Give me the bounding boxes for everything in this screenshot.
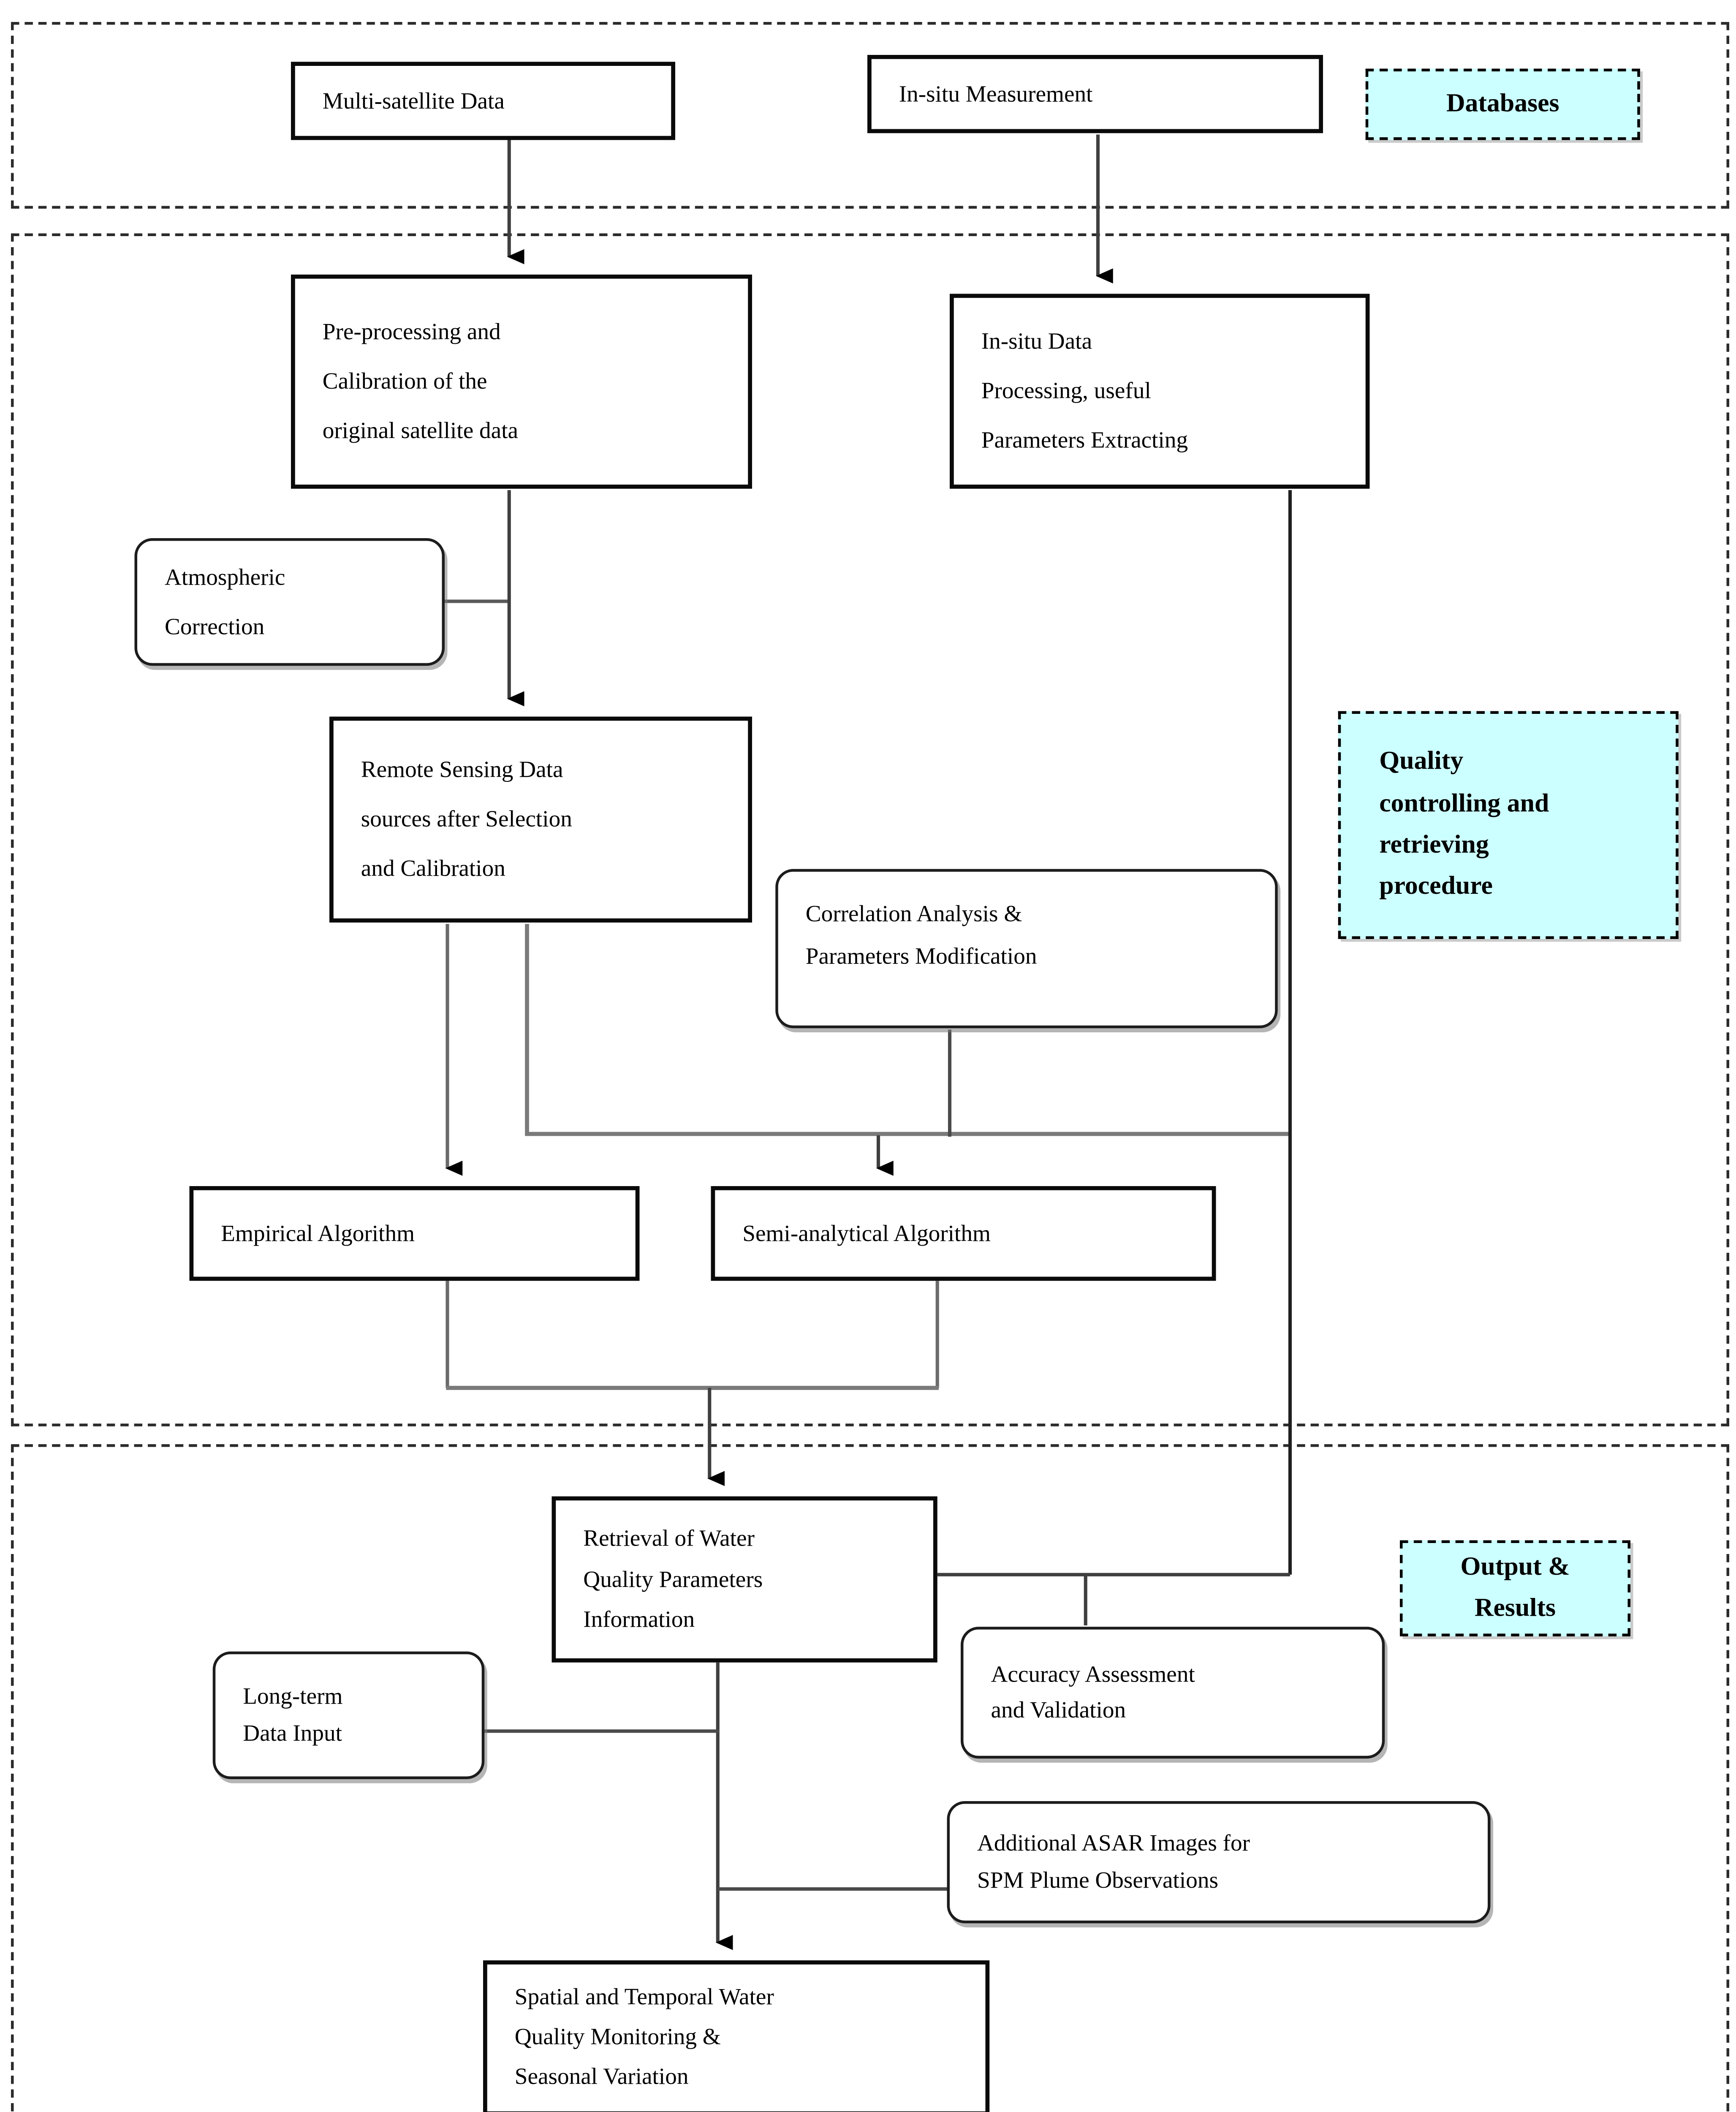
node-retrieval-water-quality: Retrieval of Water Quality Parameters In… — [551, 1496, 937, 1663]
node-correlation-analysis-label: Correlation Analysis & Parameters Modifi… — [805, 901, 1037, 969]
node-remote-sensing-data-label: Remote Sensing Data sources after Select… — [361, 757, 572, 881]
node-empirical-algorithm-label: Empirical Algorithm — [221, 1220, 415, 1246]
node-in-situ-measurement: In-situ Measurement — [867, 55, 1323, 133]
node-spatial-temporal-monitoring: Spatial and Temporal Water Quality Monit… — [483, 1960, 990, 2112]
label-databases-text: Databases — [1446, 89, 1559, 118]
node-correlation-analysis: Correlation Analysis & Parameters Modifi… — [775, 869, 1278, 1029]
container-output-section — [11, 1444, 1729, 2112]
node-accuracy-assessment-label: Accuracy Assessment and Validation — [991, 1660, 1195, 1723]
container-databases-section — [11, 22, 1729, 209]
label-databases: Databases — [1365, 68, 1640, 140]
label-quality-controlling: Quality controlling and retrieving proce… — [1338, 711, 1679, 939]
node-multi-satellite-data: Multi-satellite Data — [291, 62, 675, 140]
node-long-term-data-input-label: Long-term Data Input — [243, 1683, 343, 1746]
node-in-situ-measurement-label: In-situ Measurement — [899, 80, 1093, 107]
label-quality-controlling-text: Quality controlling and retrieving proce… — [1379, 747, 1549, 901]
node-atmospheric-correction: Atmospheric Correction — [134, 538, 445, 666]
node-atmospheric-correction-label: Atmospheric Correction — [165, 564, 285, 639]
node-in-situ-data-processing: In-situ Data Processing, useful Paramete… — [950, 294, 1370, 489]
label-output-results-text: Output & Results — [1460, 1552, 1570, 1623]
node-semi-analytical-algorithm: Semi-analytical Algorithm — [711, 1186, 1216, 1281]
node-empirical-algorithm: Empirical Algorithm — [189, 1186, 640, 1281]
node-spatial-temporal-monitoring-label: Spatial and Temporal Water Quality Monit… — [514, 1984, 774, 2090]
node-in-situ-data-processing-label: In-situ Data Processing, useful Paramete… — [981, 329, 1188, 453]
node-additional-asar-images-label: Additional ASAR Images for SPM Plume Obs… — [977, 1830, 1250, 1893]
node-pre-processing-label: Pre-processing and Calibration of the or… — [322, 319, 519, 444]
label-output-results: Output & Results — [1400, 1540, 1630, 1636]
node-retrieval-water-quality-label: Retrieval of Water Quality Parameters In… — [583, 1525, 763, 1633]
node-accuracy-assessment: Accuracy Assessment and Validation — [961, 1627, 1385, 1759]
node-remote-sensing-data: Remote Sensing Data sources after Select… — [329, 716, 752, 923]
node-additional-asar-images: Additional ASAR Images for SPM Plume Obs… — [947, 1801, 1491, 1924]
node-pre-processing: Pre-processing and Calibration of the or… — [291, 275, 752, 489]
node-long-term-data-input: Long-term Data Input — [212, 1651, 485, 1779]
node-semi-analytical-algorithm-label: Semi-analytical Algorithm — [742, 1220, 991, 1246]
container-quality-section — [11, 233, 1729, 1426]
node-multi-satellite-data-label: Multi-satellite Data — [322, 87, 505, 114]
